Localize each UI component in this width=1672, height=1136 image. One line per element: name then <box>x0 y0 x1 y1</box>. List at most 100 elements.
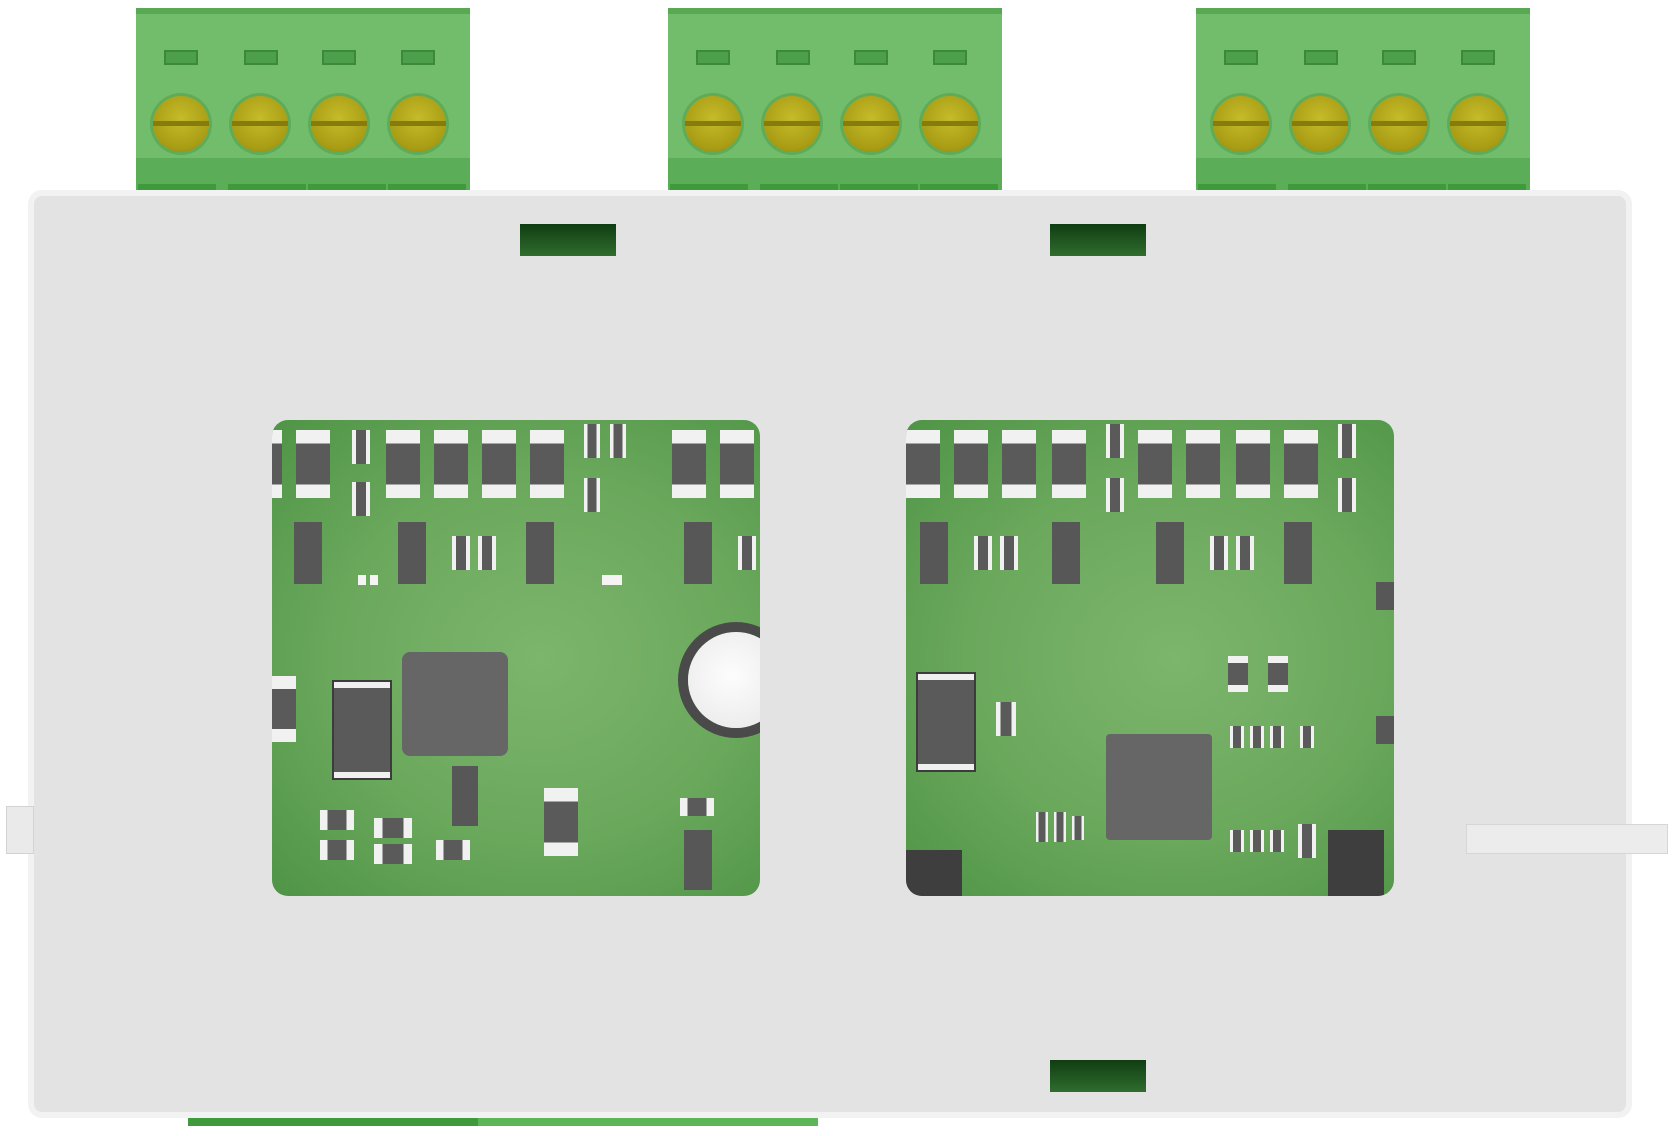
smd-component <box>1052 430 1086 498</box>
screw-terminal-icon[interactable] <box>685 96 741 152</box>
smd-component <box>434 430 468 498</box>
terminal-slot <box>401 50 435 65</box>
smd-component <box>610 424 626 458</box>
terminal-slot <box>1382 50 1416 65</box>
smd-component <box>1270 726 1284 748</box>
screw-terminal-icon[interactable] <box>1450 96 1506 152</box>
smd-component <box>1338 424 1356 458</box>
housing-latch-top-right <box>1050 224 1146 256</box>
smd-component <box>1228 656 1248 692</box>
smd-component <box>1036 812 1048 842</box>
bottom-connector-strip <box>188 1118 478 1126</box>
smd-component <box>1300 726 1314 748</box>
inductor-small <box>1328 830 1384 896</box>
screw-terminal-icon[interactable] <box>764 96 820 152</box>
pcb-window-left <box>272 420 760 896</box>
connector-pin <box>1376 582 1394 610</box>
screw-terminal-icon[interactable] <box>311 96 367 152</box>
smd-component <box>272 676 296 742</box>
screw-terminal-icon[interactable] <box>922 96 978 152</box>
transistor <box>684 522 712 584</box>
smd-pad <box>602 575 622 585</box>
terminal-slot <box>164 50 198 65</box>
smd-component <box>584 424 600 458</box>
screw-terminal-icon[interactable] <box>1371 96 1427 152</box>
smd-component <box>720 430 754 498</box>
smd-component <box>1236 536 1254 570</box>
pcb-window-right <box>906 420 1394 896</box>
transistor <box>1156 522 1184 584</box>
transistor <box>526 522 554 584</box>
din-clip-left <box>6 806 34 854</box>
smd-component <box>1268 656 1288 692</box>
microcontroller-chip <box>1106 734 1212 840</box>
smd-pad <box>370 575 378 585</box>
smd-component <box>374 818 412 838</box>
screw-terminal-icon[interactable] <box>1213 96 1269 152</box>
ic-chip <box>452 766 478 826</box>
smd-component <box>1230 830 1244 852</box>
smd-component <box>1250 830 1264 852</box>
smd-component <box>1138 430 1172 498</box>
smd-component <box>352 430 370 464</box>
smd-component <box>272 430 282 498</box>
smd-component <box>672 430 706 498</box>
connector-pin <box>906 850 962 896</box>
smd-component <box>530 430 564 498</box>
connector-pin <box>1376 716 1394 744</box>
terminal-slot <box>933 50 967 65</box>
smd-component <box>584 478 600 512</box>
smd-component <box>1106 478 1124 512</box>
transistor <box>684 830 712 890</box>
smd-component <box>1000 536 1018 570</box>
smd-component <box>954 430 988 498</box>
smd-component <box>296 430 330 498</box>
housing-latch-top-left <box>520 224 616 256</box>
screw-terminal-icon[interactable] <box>232 96 288 152</box>
terminal-slot <box>696 50 730 65</box>
smd-component <box>1106 424 1124 458</box>
smd-component <box>1338 478 1356 512</box>
bottom-connector-strip <box>478 1118 818 1126</box>
smd-component <box>1002 430 1036 498</box>
smd-component <box>738 536 756 570</box>
smd-component <box>1250 726 1264 748</box>
smd-component <box>478 536 496 570</box>
smd-component <box>1270 830 1284 852</box>
housing-latch-bottom <box>1050 1060 1146 1092</box>
smd-component <box>974 536 992 570</box>
smd-component <box>1186 430 1220 498</box>
smd-component <box>1230 726 1244 748</box>
transistor <box>398 522 426 584</box>
smd-component <box>906 430 940 498</box>
smd-component <box>1298 824 1316 858</box>
smd-component <box>544 788 578 856</box>
transistor <box>920 522 948 584</box>
diode <box>916 672 976 772</box>
smd-component <box>1054 812 1066 842</box>
smd-component <box>436 840 470 860</box>
smd-component <box>352 482 370 516</box>
power-inductor <box>402 652 508 756</box>
transistor <box>1052 522 1080 584</box>
smd-component <box>452 536 470 570</box>
smd-component <box>320 810 354 830</box>
smd-component <box>1072 816 1084 840</box>
terminal-block-center <box>668 8 1002 196</box>
terminal-block-left <box>136 8 470 196</box>
coin-cell-battery-icon <box>688 632 760 728</box>
smd-component <box>386 430 420 498</box>
din-clip-right[interactable] <box>1466 824 1668 854</box>
screw-terminal-icon[interactable] <box>1292 96 1348 152</box>
terminal-slot <box>776 50 810 65</box>
screw-terminal-icon[interactable] <box>153 96 209 152</box>
screw-terminal-icon[interactable] <box>843 96 899 152</box>
transistor <box>1284 522 1312 584</box>
smd-component <box>680 798 714 816</box>
terminal-slot <box>1304 50 1338 65</box>
screw-terminal-icon[interactable] <box>390 96 446 152</box>
terminal-slot <box>1224 50 1258 65</box>
smd-component <box>374 844 412 864</box>
terminal-slot <box>854 50 888 65</box>
terminal-block-right <box>1196 8 1530 196</box>
